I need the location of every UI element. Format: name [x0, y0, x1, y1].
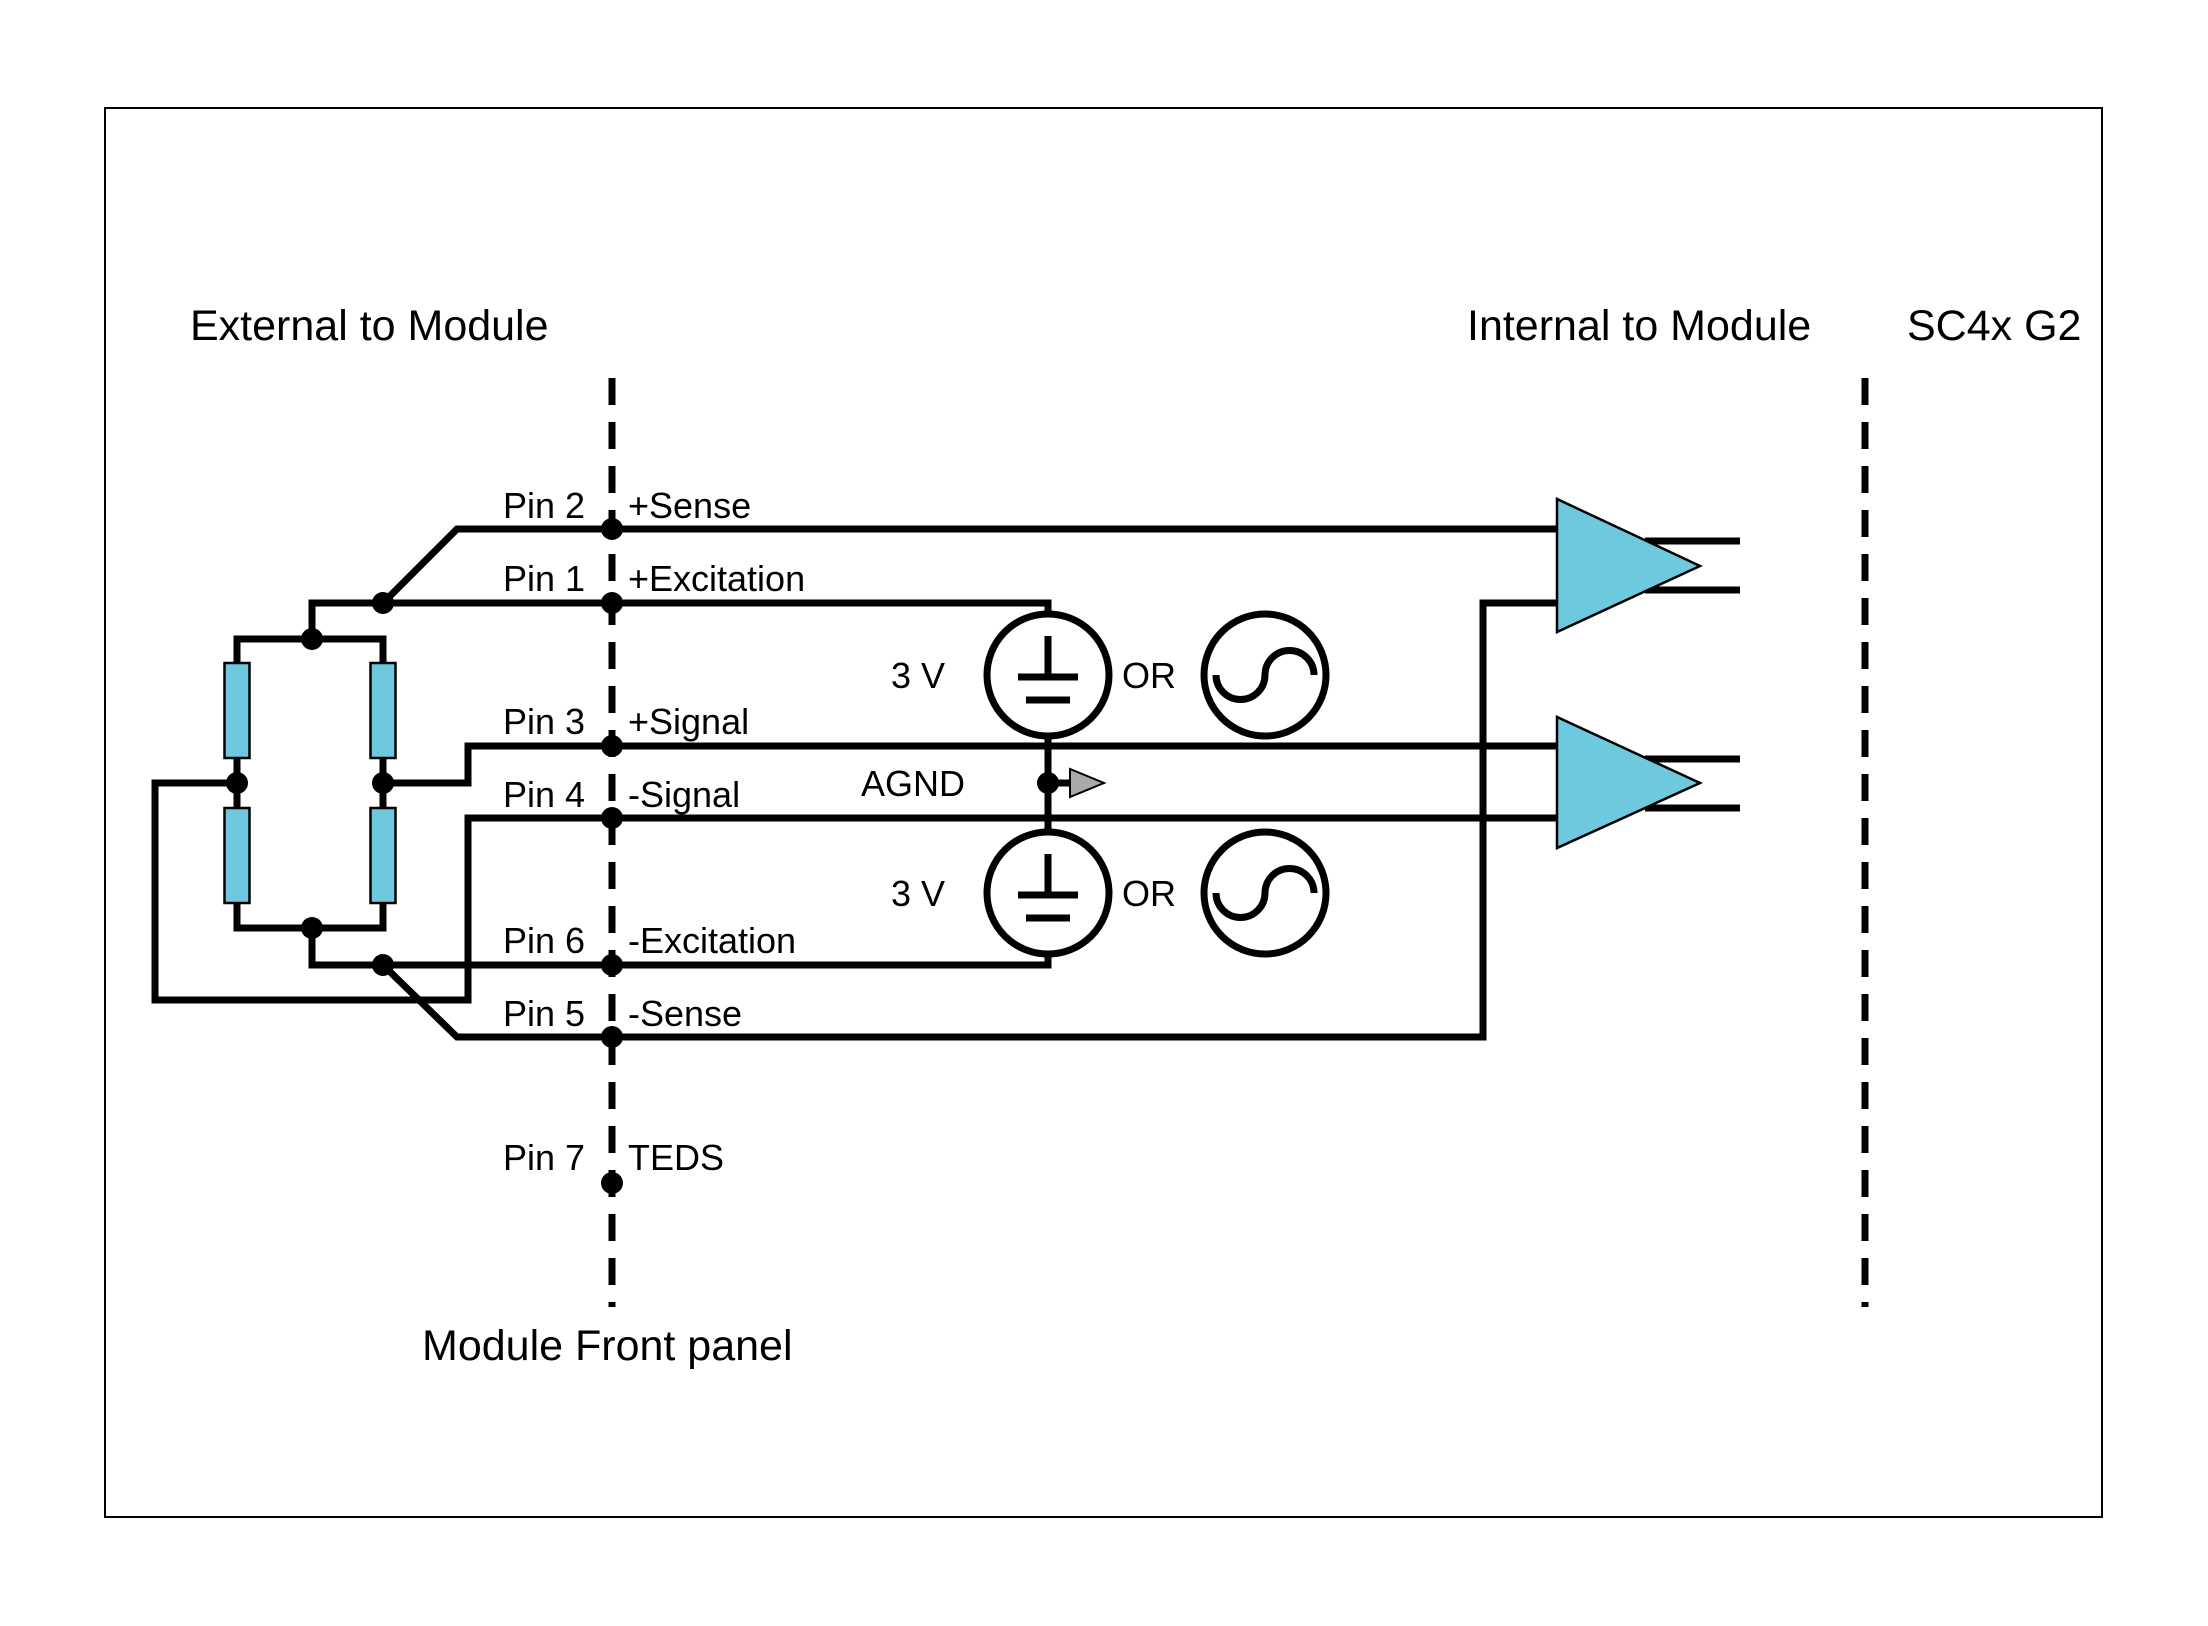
pin-label: Pin 5 — [503, 993, 585, 1034]
junction-dot — [372, 954, 394, 976]
pin-5-dot — [601, 1026, 623, 1048]
voltage-label-bottom: 3 V — [891, 873, 945, 914]
internal-header: Internal to Module — [1467, 302, 1811, 350]
voltage-label-top: 3 V — [891, 655, 945, 696]
signal-label: +Signal — [628, 701, 749, 742]
ac-source-bottom — [1200, 828, 1330, 958]
signal-label: -Signal — [628, 774, 740, 815]
wire-minus-excitation — [308, 928, 1052, 969]
wheatstone-bridge — [223, 661, 397, 905]
signal-label: -Excitation — [628, 920, 796, 961]
agnd-arrow-icon — [1069, 767, 1107, 799]
pin-number-labels: Pin 2 Pin 1 Pin 3 Pin 4 Pin 6 Pin 5 Pin … — [503, 485, 585, 1178]
pin-6-dot — [601, 954, 623, 976]
front-panel-label: Module Front panel — [422, 1322, 793, 1370]
pin-label: Pin 4 — [503, 774, 585, 815]
pin-label: Pin 2 — [503, 485, 585, 526]
pin-4-dot — [601, 807, 623, 829]
pin-label: Pin 1 — [503, 558, 585, 599]
junction-dot — [301, 917, 323, 939]
junction-dot — [372, 592, 394, 614]
bridge-resistor-bottom-left — [223, 806, 251, 905]
wire-minus-signal — [151, 779, 1557, 1004]
pin-label: Pin 6 — [503, 920, 585, 961]
signal-label: TEDS — [628, 1137, 724, 1178]
external-header: External to Module — [190, 302, 549, 350]
pin-label: Pin 3 — [503, 701, 585, 742]
pin-3-dot — [601, 735, 623, 757]
sine-wave-icon — [1212, 647, 1318, 703]
wire-plus-sense — [380, 525, 1557, 606]
junction-dot — [301, 628, 323, 650]
pin-1-dot — [601, 592, 623, 614]
pin-label: Pin 7 — [503, 1137, 585, 1178]
bridge-resistor-bottom-right — [369, 806, 397, 905]
signal-label: -Sense — [628, 993, 742, 1034]
pin-dots — [601, 518, 623, 1194]
junction-dot — [372, 772, 394, 794]
signal-label: +Sense — [628, 485, 751, 526]
wire-plus-excitation — [308, 599, 1052, 639]
or-label-bottom: OR — [1122, 873, 1176, 914]
or-label-top: OR — [1122, 655, 1176, 696]
wire-minus-sense — [380, 599, 1557, 1041]
signal-name-labels: +Sense +Excitation +Signal -Signal -Exci… — [628, 485, 805, 1178]
amplifier-bottom — [1555, 715, 1704, 850]
sine-wave-icon — [1212, 865, 1318, 921]
ac-source-top — [1200, 610, 1330, 740]
agnd-node-dot — [1037, 772, 1059, 794]
dc-source-top — [983, 610, 1113, 740]
agnd-label: AGND — [861, 763, 965, 804]
dc-source-bottom — [983, 828, 1113, 958]
model-label: SC4x G2 — [1907, 302, 2081, 350]
bridge-resistor-top-left — [223, 661, 251, 760]
diagram-border — [104, 107, 2103, 1518]
bridge-resistor-top-right — [369, 661, 397, 760]
junction-dot — [226, 772, 248, 794]
pin-2-dot — [601, 518, 623, 540]
signal-label: +Excitation — [628, 558, 805, 599]
pin-7-dot — [601, 1172, 623, 1194]
junction-dots — [226, 592, 1059, 976]
amplifier-top — [1555, 497, 1703, 634]
wire-plus-signal — [383, 742, 1557, 787]
